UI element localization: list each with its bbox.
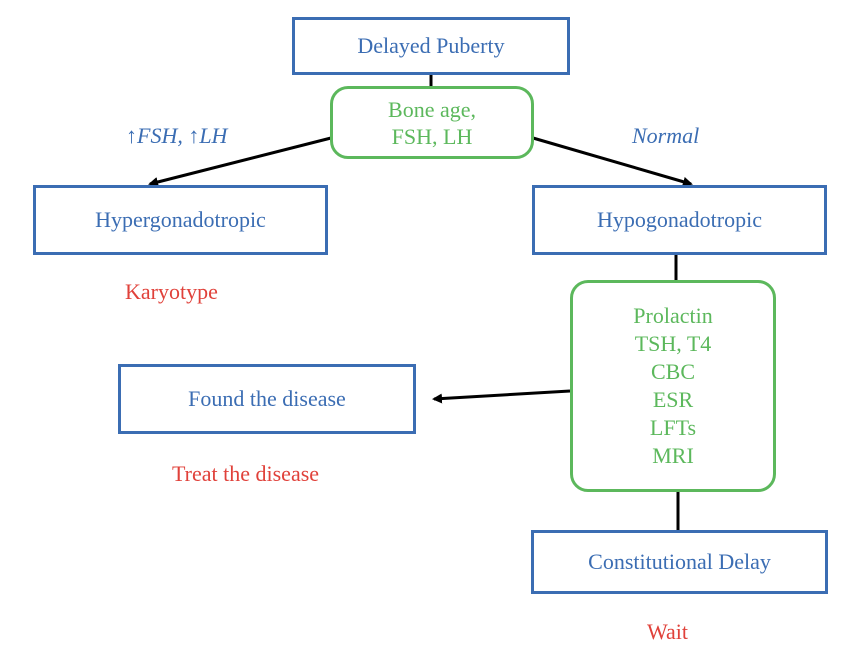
hypogonadotropic-box: Hypogonadotropic [532, 185, 827, 255]
workup-test-line: Prolactin [633, 303, 713, 328]
action-karyotype: Karyotype [125, 279, 218, 304]
hypogonadotropic-label: Hypogonadotropic [597, 207, 762, 232]
arrow-to-hypogonadotropic [532, 136, 693, 187]
edge-label-high-fsh-lh: ↑FSH, ↑LH [126, 123, 228, 148]
workup-test-line: LFTs [649, 415, 697, 440]
arrow-to-found-disease [432, 389, 571, 404]
hypergonadotropic-box: Hypergonadotropic [33, 185, 328, 255]
initial-test-line: FSH, LH [391, 123, 473, 149]
hypergonadotropic-label: Hypergonadotropic [95, 207, 266, 232]
arrow-to-hypergonadotropic [148, 136, 332, 187]
found-disease-label: Found the disease [188, 386, 346, 411]
delayed-puberty-box: Delayed Puberty [292, 17, 570, 75]
action-wait: Wait [647, 619, 688, 644]
initial-tests-box: Bone age, FSH, LH [330, 86, 534, 159]
initial-test-line: Bone age, [388, 96, 476, 122]
workup-test-line: CBC [650, 359, 696, 384]
found-disease-box: Found the disease [118, 364, 416, 434]
action-treat-disease: Treat the disease [172, 461, 320, 486]
delayed-puberty-label: Delayed Puberty [357, 33, 505, 58]
workup-test-line: ESR [652, 387, 694, 412]
constitutional-delay-box: Constitutional Delay [531, 530, 828, 594]
workup-test-line: MRI [652, 443, 694, 468]
workup-test-line: TSH, T4 [634, 331, 712, 356]
constitutional-delay-label: Constitutional Delay [588, 549, 771, 574]
workup-tests-box: Prolactin TSH, T4 CBC ESR LFTs MRI [570, 280, 776, 492]
edge-label-normal: Normal [632, 123, 700, 148]
